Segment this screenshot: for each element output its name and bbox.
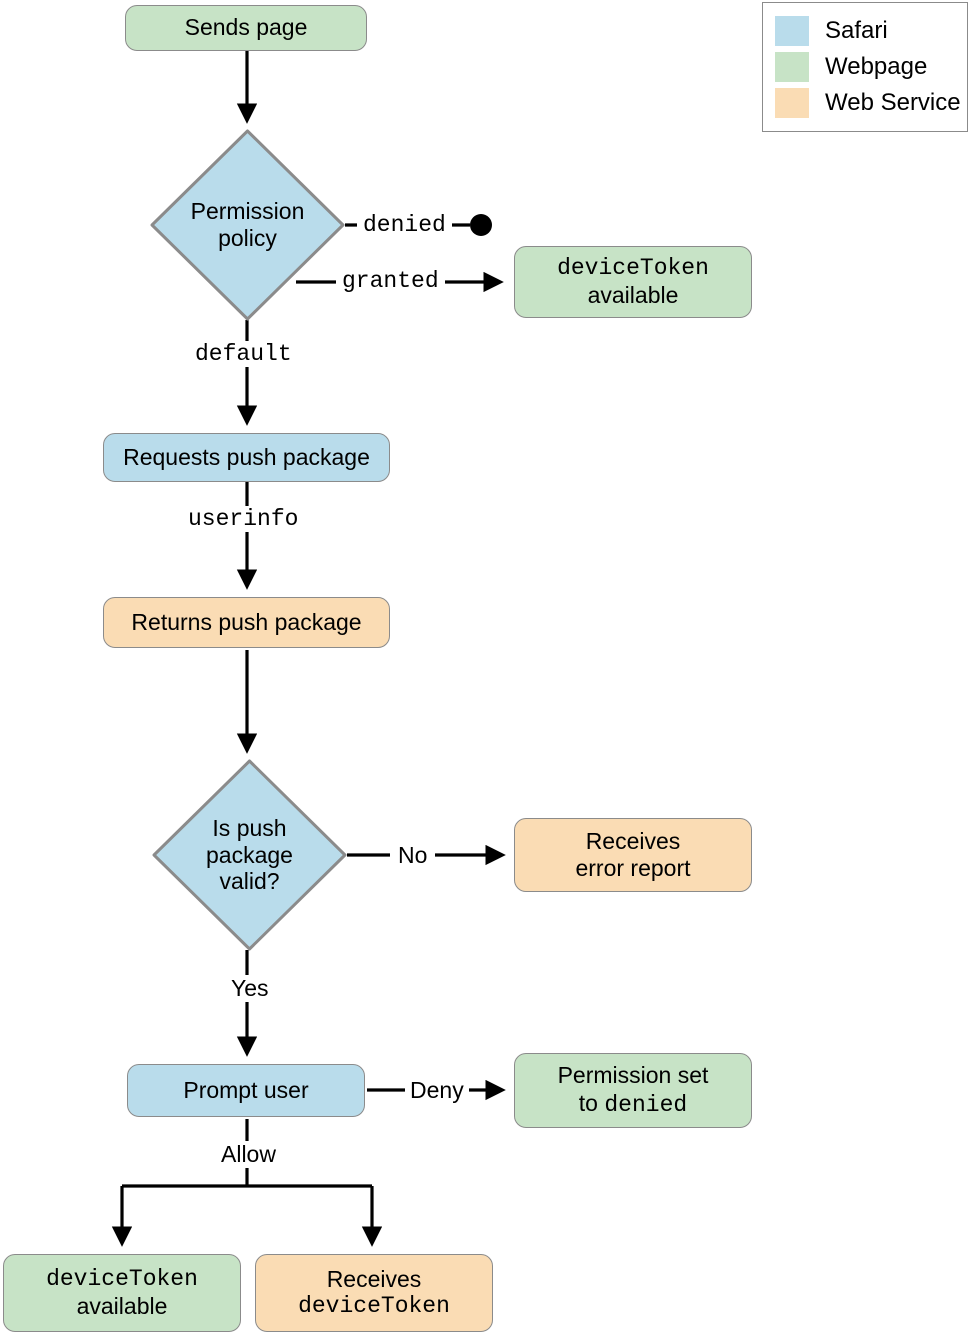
node-receives-error-report-line2: error report	[575, 855, 691, 881]
node-is-push-package-valid-line1: Is push	[212, 814, 287, 841]
node-returns-push-package-label: Returns push package	[131, 608, 362, 635]
edge-label-default: default	[190, 341, 297, 367]
node-requests-push-package[interactable]: Requests push package	[103, 433, 390, 482]
node-device-token-available-bottom-line1: deviceToken	[46, 1265, 198, 1292]
node-device-token-available-bottom[interactable]: deviceToken available	[3, 1254, 241, 1332]
node-permission-set-denied[interactable]: Permission set to denied	[514, 1053, 752, 1128]
node-receives-device-token-line1: Receives	[326, 1265, 422, 1292]
node-permission-set-denied-line1: Permission set	[557, 1062, 709, 1089]
legend-item-web-service: Web Service	[775, 85, 961, 121]
node-permission-policy-line2: policy	[218, 225, 277, 251]
node-device-token-available-top-line1: deviceToken	[557, 254, 709, 281]
node-device-token-available-top[interactable]: deviceToken available	[514, 246, 752, 318]
node-permission-set-denied-line2-mono: denied	[604, 1091, 688, 1118]
node-receives-device-token-line2: deviceToken	[298, 1293, 450, 1319]
legend-label-safari: Safari	[825, 17, 888, 44]
node-permission-policy-label: Permission policy	[191, 198, 305, 251]
node-permission-policy[interactable]: Permission policy	[150, 129, 345, 321]
node-is-push-package-valid-label: Is push package valid?	[206, 815, 293, 895]
edge-label-granted: granted	[336, 268, 445, 294]
legend-swatch-webpage	[775, 52, 809, 82]
node-receives-error-report-line1: Receives	[585, 827, 681, 854]
edge-label-no: No	[390, 842, 436, 869]
edge-label-userinfo: userinfo	[183, 506, 304, 532]
legend-swatch-safari	[775, 16, 809, 46]
node-permission-policy-line1: Permission	[190, 198, 305, 225]
is-push-package-valid-diamond-shape	[152, 759, 347, 951]
node-prompt-user-label: Prompt user	[183, 1076, 309, 1103]
node-receives-error-report[interactable]: Receives error report	[514, 818, 752, 892]
node-sends-page[interactable]: Sends page	[125, 5, 367, 51]
edge-label-yes: Yes	[225, 975, 275, 1002]
edge-label-denied: denied	[357, 212, 452, 238]
permission-policy-diamond-shape	[150, 129, 345, 321]
legend-label-webpage: Webpage	[825, 53, 928, 80]
node-device-token-available-bottom-line2: available	[76, 1293, 168, 1319]
legend-swatch-web-service	[775, 88, 809, 118]
node-device-token-available-top-line2: available	[587, 282, 679, 308]
legend: Safari Webpage Web Service	[762, 2, 968, 132]
node-receives-device-token[interactable]: Receives deviceToken	[255, 1254, 493, 1332]
node-requests-push-package-label: Requests push package	[123, 443, 370, 470]
node-is-push-package-valid-line2: package	[206, 841, 293, 868]
node-prompt-user[interactable]: Prompt user	[127, 1064, 365, 1117]
node-is-push-package-valid[interactable]: Is push package valid?	[152, 759, 347, 951]
node-permission-set-denied-line2: to denied	[579, 1090, 687, 1119]
legend-label-web-service: Web Service	[825, 89, 961, 116]
edge-label-allow: Allow	[215, 1141, 282, 1168]
node-permission-set-denied-line2-prefix: to	[578, 1089, 605, 1116]
legend-item-safari: Safari	[775, 13, 953, 49]
node-sends-page-label: Sends page	[184, 14, 308, 41]
legend-item-webpage: Webpage	[775, 49, 953, 85]
node-returns-push-package[interactable]: Returns push package	[103, 597, 390, 648]
edge-label-deny: Deny	[405, 1077, 469, 1104]
node-is-push-package-valid-line3: valid?	[219, 868, 280, 895]
denied-terminator-dot	[470, 214, 492, 236]
